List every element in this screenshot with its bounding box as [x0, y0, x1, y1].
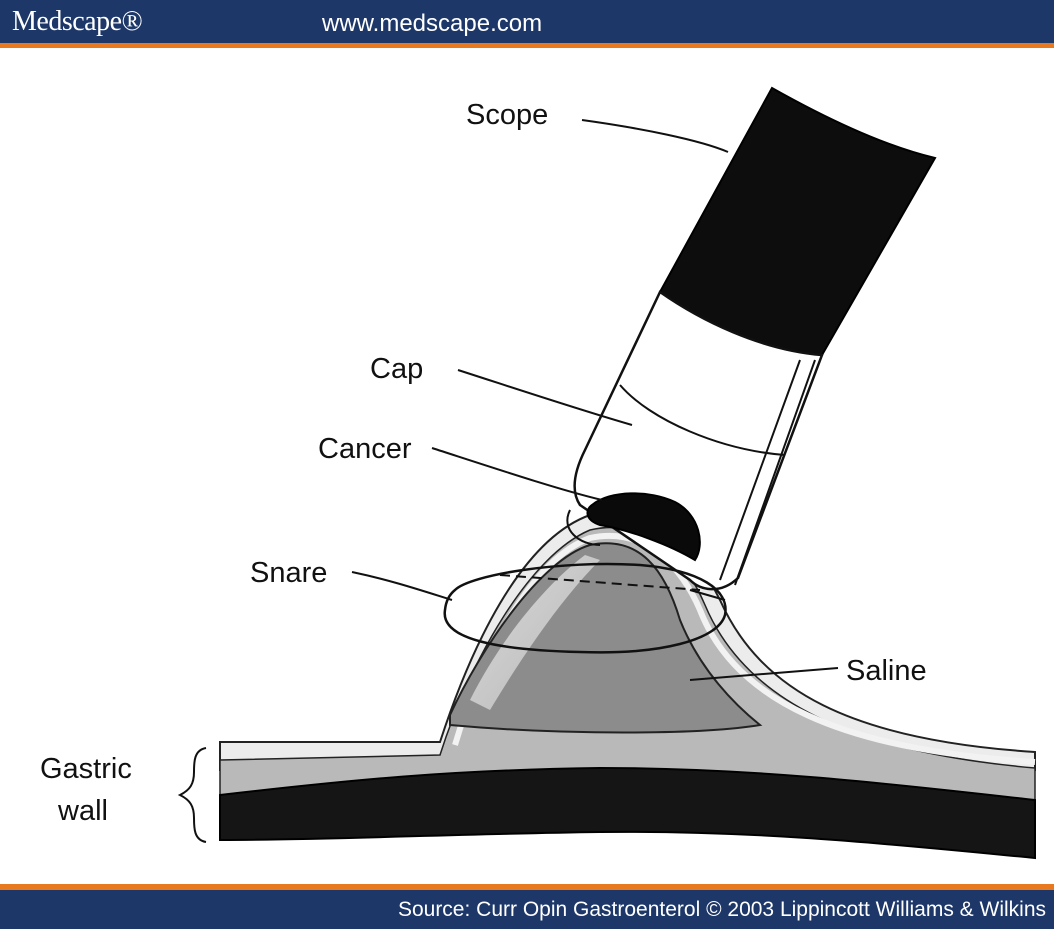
- gastric-wall-label-line2: wall: [57, 795, 108, 827]
- cancer-label: Cancer: [318, 433, 412, 465]
- footer-bar: Source: Curr Opin Gastroenterol © 2003 L…: [0, 884, 1054, 929]
- cap-label: Cap: [370, 353, 423, 385]
- gastric-wall-label-line1: Gastric: [40, 753, 132, 785]
- cap-leader-line: [458, 370, 632, 425]
- snare-label: Snare: [250, 557, 327, 589]
- site-url-link[interactable]: www.medscape.com: [322, 10, 542, 38]
- gastric-wall-brace: [180, 748, 206, 842]
- medscape-logo[interactable]: Medscape®: [12, 6, 142, 38]
- header-bar: Medscape® www.medscape.com: [0, 0, 1054, 48]
- scope-leader-line: [582, 120, 728, 152]
- source-citation: Source: Curr Opin Gastroenterol © 2003 L…: [398, 898, 1046, 922]
- scope-label: Scope: [466, 99, 548, 131]
- scope-black-section: [660, 88, 935, 355]
- saline-label: Saline: [846, 655, 927, 687]
- snare-leader-line: [352, 572, 452, 600]
- emr-cap-diagram: Scope Cap Cancer Snare Saline Gastric wa…: [0, 48, 1054, 884]
- footer-accent-stripe: [0, 884, 1054, 890]
